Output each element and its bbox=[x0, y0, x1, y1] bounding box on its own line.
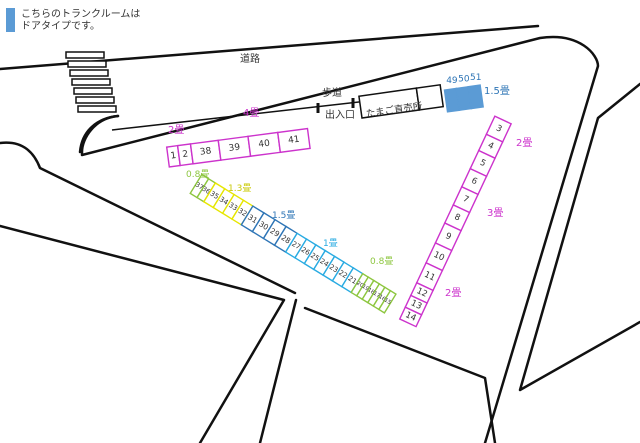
legend-line-1: こちらのトランクルームは bbox=[21, 9, 141, 20]
unit-19-number: 19 bbox=[361, 284, 371, 293]
size-label-green-right: 0.8畳 bbox=[370, 257, 394, 267]
unit-38[interactable]: 38 bbox=[189, 139, 222, 165]
diagonal-units: 3736353433323130292827262524232221201918… bbox=[189, 173, 397, 314]
legend-swatch bbox=[6, 8, 15, 32]
unit-28-number: 28 bbox=[279, 233, 292, 246]
unit-51-label: 51 bbox=[470, 73, 481, 83]
unit-4-number: 4 bbox=[486, 141, 495, 152]
unit-6-number: 6 bbox=[470, 176, 479, 187]
unit-11[interactable]: 11 bbox=[415, 261, 444, 292]
size-label-door: 1.5畳 bbox=[484, 86, 510, 97]
unit-37-number: 37 bbox=[194, 181, 205, 192]
unit-41-number: 41 bbox=[288, 135, 301, 146]
unit-26-number: 26 bbox=[300, 246, 312, 258]
unit-40-number: 40 bbox=[258, 139, 271, 150]
unit-15[interactable]: 15 bbox=[377, 289, 397, 314]
road-edge-bottom bbox=[303, 306, 497, 443]
unit-31-number: 31 bbox=[246, 213, 259, 226]
unit-30[interactable]: 30 bbox=[251, 211, 276, 240]
unit-36-number: 36 bbox=[201, 185, 212, 196]
unit-39[interactable]: 39 bbox=[217, 135, 252, 161]
size-label-right-top: 2畳 bbox=[516, 138, 533, 149]
unit-2-number: 2 bbox=[182, 149, 189, 160]
unit-13-number: 13 bbox=[409, 298, 423, 312]
unit-12-number: 12 bbox=[415, 286, 429, 300]
unit-16-number: 16 bbox=[377, 294, 387, 303]
road-edge-left-bottom bbox=[0, 224, 286, 443]
unit-6[interactable]: 6 bbox=[460, 167, 488, 196]
size-label-blue: 1.5畳 bbox=[272, 211, 296, 221]
sidewalk-label: 歩道 bbox=[322, 88, 342, 99]
size-label-yellow: 1.3畳 bbox=[228, 184, 252, 194]
unit-9-number: 9 bbox=[444, 231, 453, 242]
unit-29-number: 29 bbox=[268, 226, 281, 239]
unit-27-number: 27 bbox=[290, 240, 302, 251]
legend-text: こちらのトランクルームは ドアタイプです。 bbox=[21, 9, 140, 33]
road-edge-left-top bbox=[0, 141, 297, 295]
unit-3-number: 3 bbox=[494, 123, 503, 134]
unit-13[interactable]: 13 bbox=[404, 294, 429, 316]
unit-15-number: 15 bbox=[383, 297, 393, 306]
unit-7-number: 7 bbox=[461, 194, 470, 205]
unit-50-label: 50 bbox=[458, 74, 470, 84]
size-label-2jo-top-left: 2畳 bbox=[168, 125, 185, 136]
unit-41[interactable]: 41 bbox=[276, 127, 311, 154]
unit-14-number: 14 bbox=[404, 310, 418, 324]
shop-box-right bbox=[415, 83, 445, 111]
unit-10-number: 10 bbox=[432, 250, 446, 264]
unit-23-number: 23 bbox=[328, 263, 340, 274]
unit-29[interactable]: 29 bbox=[262, 218, 288, 247]
unit-17-number: 17 bbox=[372, 291, 382, 300]
unit-15-box bbox=[377, 289, 397, 314]
unit-35-number: 35 bbox=[208, 190, 220, 201]
size-label-4jo: 4畳 bbox=[243, 108, 260, 119]
unit-40[interactable]: 40 bbox=[247, 131, 282, 157]
unit-51[interactable] bbox=[467, 84, 484, 110]
unit-25-number: 25 bbox=[309, 251, 321, 262]
unit-21-number: 21 bbox=[346, 274, 358, 285]
unit-24-number: 24 bbox=[318, 257, 330, 269]
unit-49-label: 49 bbox=[446, 76, 458, 86]
unit-41-box bbox=[276, 127, 311, 154]
entrance-label: 出入口 bbox=[325, 110, 355, 121]
property-edge-left-curve bbox=[78, 114, 120, 154]
unit-22-number: 22 bbox=[337, 269, 349, 280]
unit-28[interactable]: 28 bbox=[273, 225, 299, 254]
unit-8-number: 8 bbox=[453, 212, 462, 223]
size-label-right-middle: 3畳 bbox=[487, 208, 504, 219]
size-label-right-bottom: 2畳 bbox=[445, 288, 462, 299]
unit-11-number: 11 bbox=[423, 270, 437, 284]
size-label-cyan: 1畳 bbox=[323, 239, 338, 249]
road-edge-bottom-left bbox=[258, 298, 298, 443]
size-label-green-left: 0.8畳 bbox=[186, 170, 210, 180]
unit-1-number: 1 bbox=[170, 151, 177, 162]
unit-51-box bbox=[467, 84, 484, 110]
road-label: 道路 bbox=[240, 54, 260, 65]
unit-20-number: 20 bbox=[355, 280, 365, 289]
unit-33-number: 33 bbox=[227, 201, 239, 212]
legend-line-2: ドアタイプです。 bbox=[21, 21, 100, 32]
unit-30-number: 30 bbox=[257, 219, 270, 232]
unit-18-number: 18 bbox=[366, 287, 376, 296]
road-edge-right bbox=[518, 82, 640, 392]
unit-31[interactable]: 31 bbox=[240, 205, 265, 233]
unit-39-number: 39 bbox=[228, 143, 241, 154]
unit-34-number: 34 bbox=[218, 195, 230, 207]
unit-32-number: 32 bbox=[237, 207, 249, 218]
unit-14[interactable]: 14 bbox=[398, 306, 423, 328]
crosswalk bbox=[65, 51, 117, 113]
unit-14-box bbox=[398, 306, 423, 328]
unit-5-number: 5 bbox=[478, 158, 487, 169]
unit-38-number: 38 bbox=[199, 146, 212, 157]
